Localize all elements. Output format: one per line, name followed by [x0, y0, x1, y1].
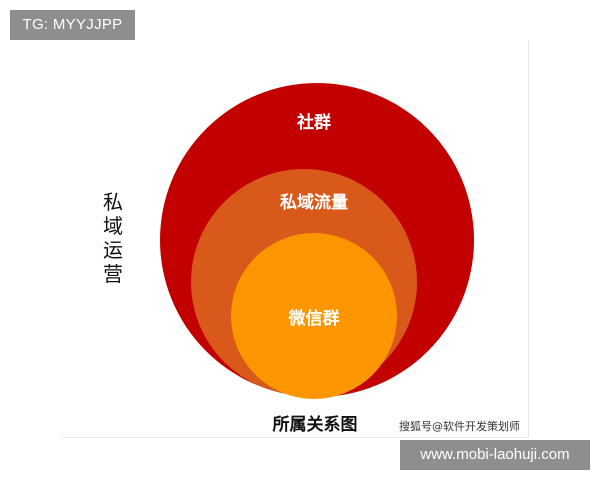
frame-divider-right: [528, 40, 529, 438]
middle-circle-label: 私域流量: [280, 192, 348, 213]
inner-circle: [231, 233, 397, 399]
inner-circle-label: 微信群: [288, 308, 340, 329]
outer-circle-label: 社群: [296, 112, 331, 133]
diagram-caption: 所属关系图: [272, 415, 358, 435]
frame-divider-bottom: [62, 437, 529, 438]
url-badge: www.mobi-laohuji.com: [400, 440, 590, 470]
sohu-watermark: 搜狐号@软件开发策划师: [399, 420, 520, 433]
tag-badge: TG: MYYJJPP: [10, 10, 135, 40]
side-title: 私域运营: [103, 190, 123, 286]
